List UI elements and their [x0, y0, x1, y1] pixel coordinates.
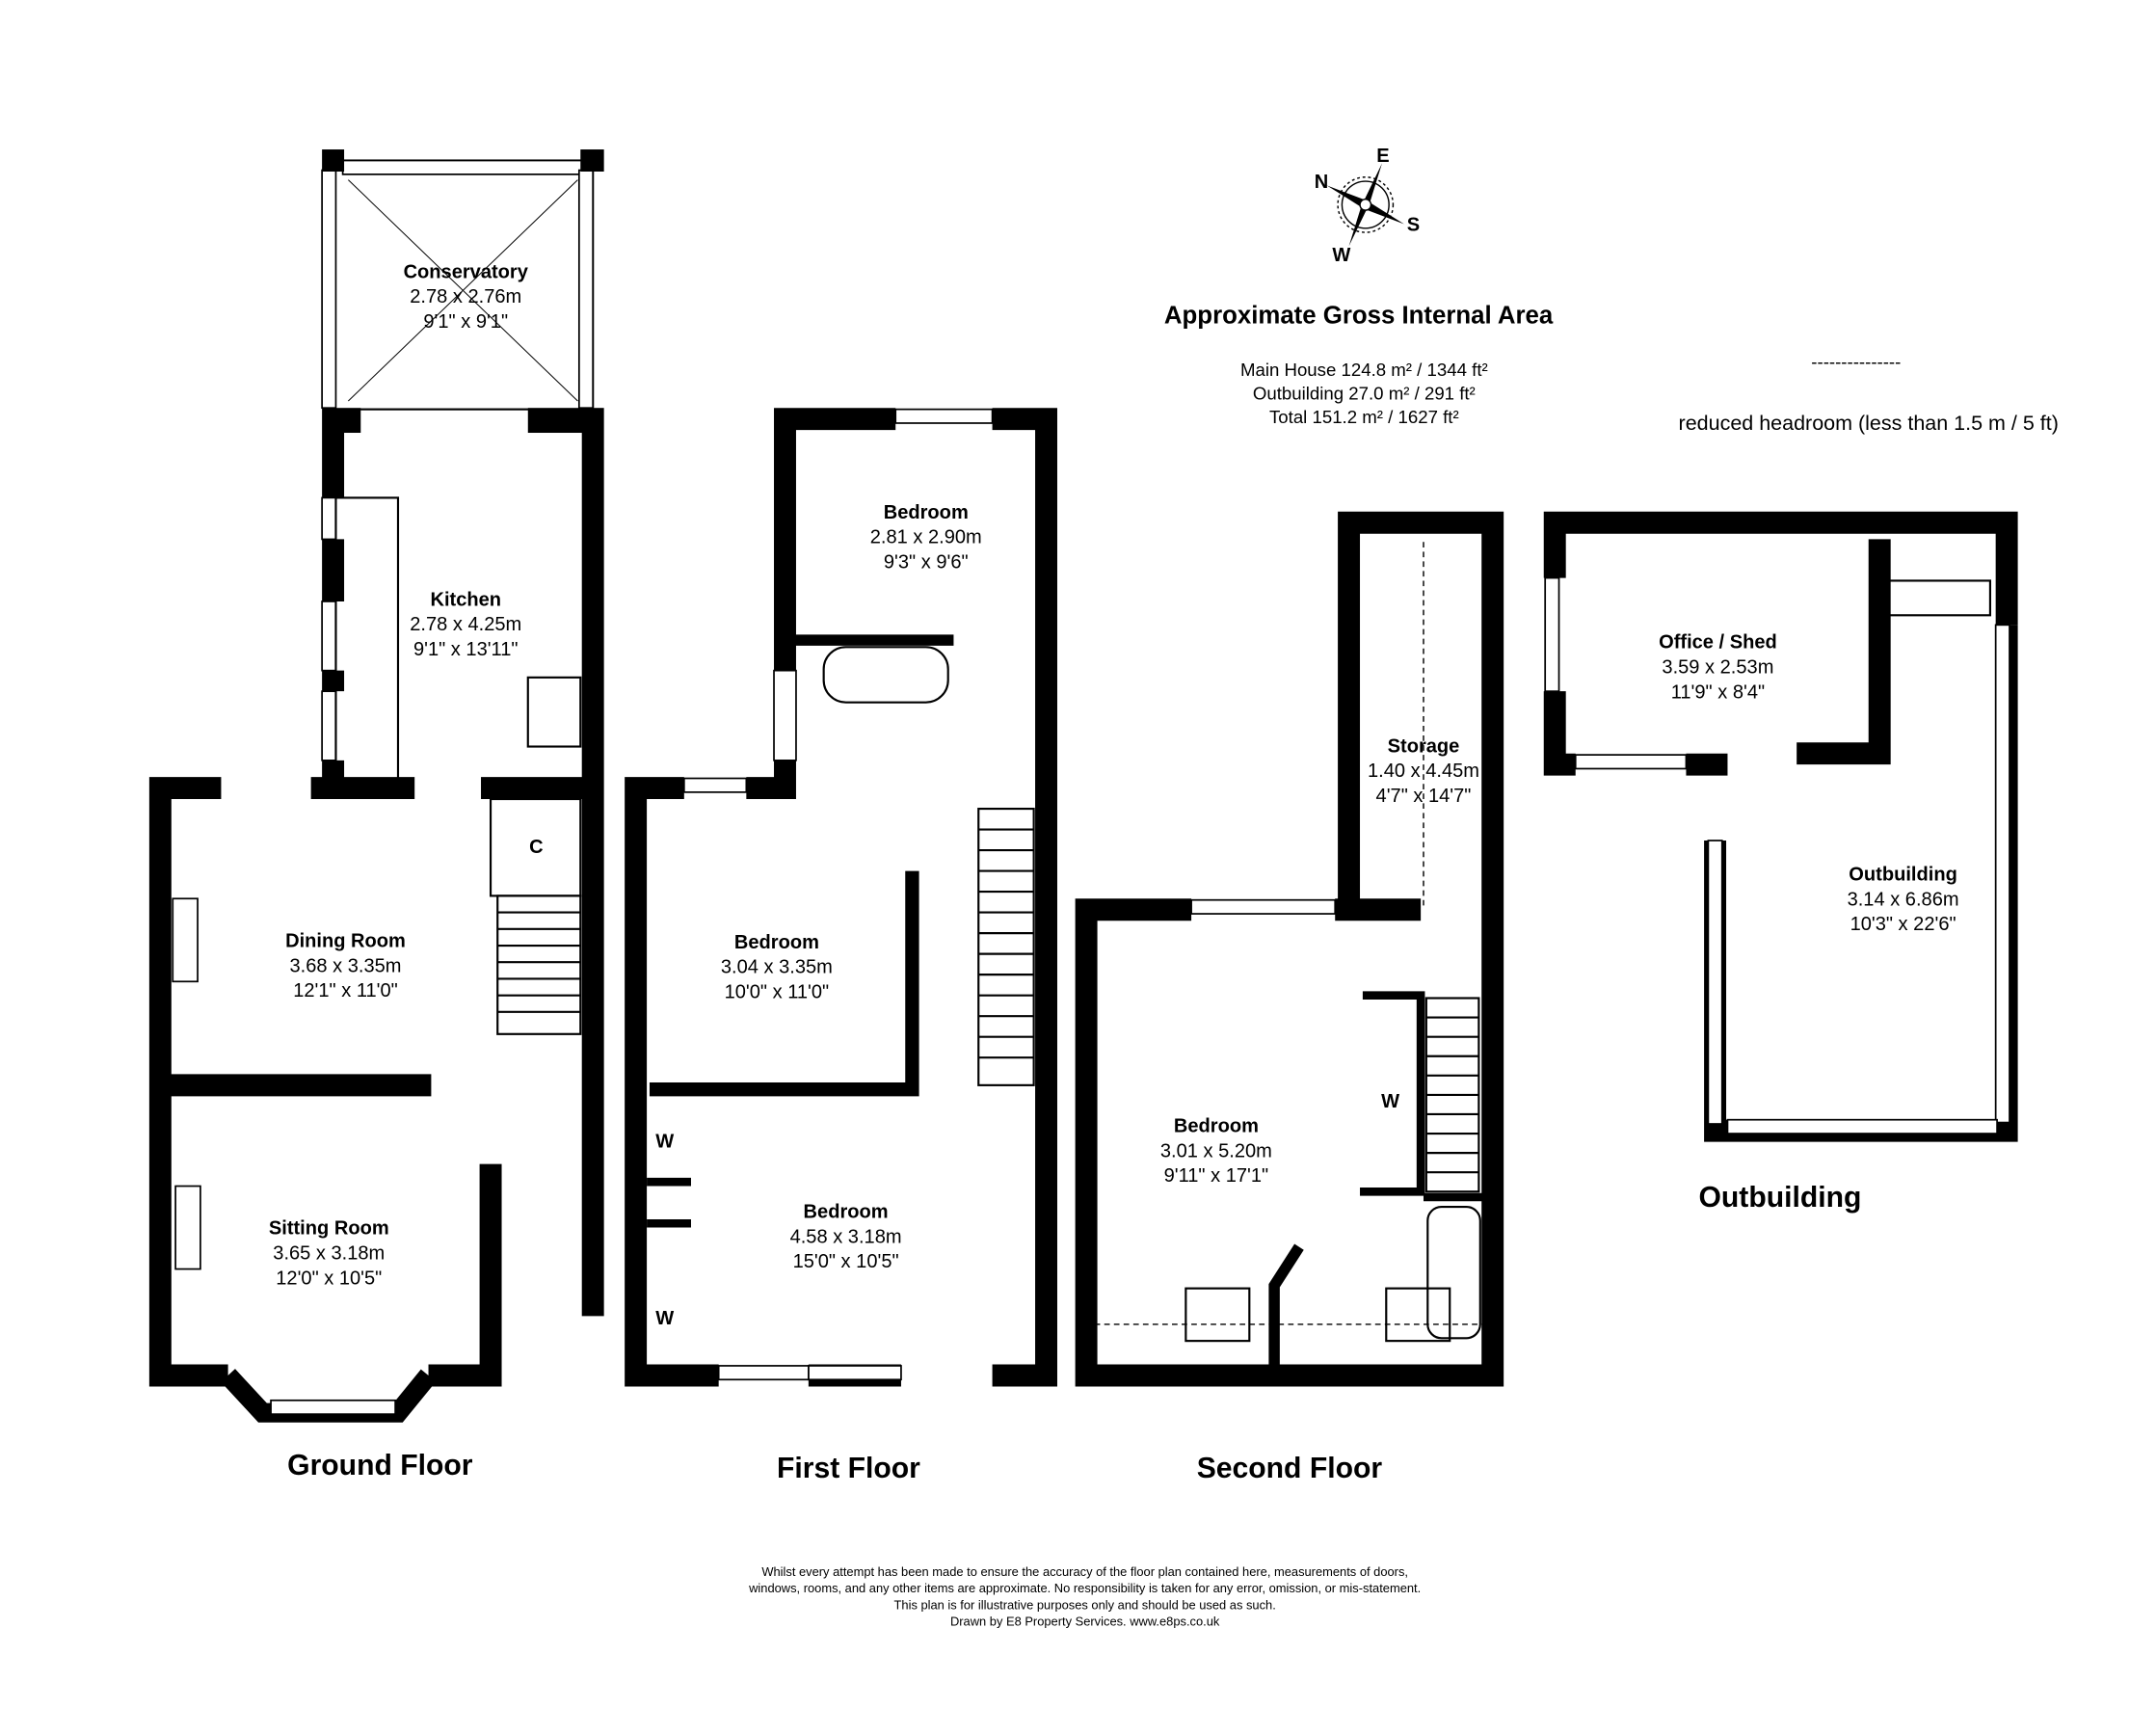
- room-metric: 3.14 x 6.86m: [1848, 889, 1959, 910]
- room-imperial: 10'0" x 11'0": [725, 982, 830, 1003]
- outbuilding-label: Outbuilding: [1699, 1182, 1862, 1214]
- room-metric: 3.68 x 3.35m: [289, 955, 401, 976]
- area-outbuilding: Outbuilding 27.0 m² / 291 ft²: [1253, 384, 1476, 404]
- room-name: Kitchen: [430, 589, 501, 610]
- stairs: [1424, 997, 1480, 1193]
- room-metric: 3.65 x 3.18m: [273, 1243, 385, 1265]
- room-metric: 3.04 x 3.35m: [721, 957, 833, 978]
- disclaimer-line: This plan is for illustrative purposes o…: [894, 1597, 1276, 1612]
- legend-dash: ---------------: [1811, 352, 1901, 372]
- room-imperial: 4'7" x 14'7": [1376, 786, 1472, 807]
- room-metric: 3.01 x 5.20m: [1160, 1140, 1272, 1161]
- disclaimer-line: windows, rooms, and any other items are …: [748, 1581, 1421, 1595]
- wardrobe-label: W: [655, 1308, 674, 1329]
- legend-label: reduced headroom (less than 1.5 m / 5 ft…: [1679, 412, 2059, 435]
- room-metric: 2.78 x 2.76m: [410, 286, 521, 307]
- compass-s: S: [1407, 215, 1420, 236]
- disclaimer-line: Drawn by E8 Property Services. www.e8ps.…: [950, 1615, 1220, 1629]
- room-name: Conservatory: [404, 261, 529, 282]
- outbuilding-plan: Office / Shed 3.59 x 2.53m 11'9" x 8'4" …: [1543, 511, 2018, 1142]
- room-imperial: 12'0" x 10'5": [276, 1268, 382, 1289]
- room-metric: 2.81 x 2.90m: [870, 527, 982, 548]
- room-imperial: 9'1" x 13'11": [413, 639, 519, 660]
- room-name: Office / Shed: [1659, 632, 1777, 654]
- compass-n: N: [1315, 172, 1329, 193]
- ground-floor-plan: Conservatory 2.78 x 2.76m 9'1" x 9'1" Ki…: [148, 149, 604, 1423]
- room-name: Sitting Room: [269, 1218, 389, 1240]
- room-imperial: 11'9" x 8'4": [1671, 681, 1765, 703]
- room-name: Dining Room: [285, 930, 406, 951]
- room-metric: 3.59 x 2.53m: [1662, 657, 1773, 679]
- room-imperial: 15'0" x 10'5": [793, 1251, 899, 1272]
- area-total: Total 151.2 m² / 1627 ft²: [1269, 407, 1459, 427]
- disclaimer-line: Whilst every attempt has been made to en…: [761, 1564, 1408, 1579]
- area-title: Approximate Gross Internal Area: [1164, 303, 1554, 330]
- room-imperial: 9'3" x 9'6": [884, 552, 969, 574]
- second-floor-plan: Storage 1.40 x 4.45m 4'7" x 14'7" Bedroo…: [1075, 511, 1504, 1387]
- room-name: Bedroom: [734, 932, 819, 953]
- stairs: [496, 894, 582, 1035]
- room-name: Bedroom: [1174, 1116, 1259, 1137]
- stairs: [977, 807, 1035, 1086]
- cupboard-label: C: [529, 837, 544, 858]
- compass-icon: N E S W: [1315, 146, 1420, 266]
- second-floor-label: Second Floor: [1197, 1453, 1383, 1484]
- room-metric: 1.40 x 4.45m: [1368, 761, 1479, 782]
- room-metric: 4.58 x 3.18m: [790, 1226, 902, 1247]
- compass-e: E: [1376, 146, 1389, 167]
- area-main-house: Main House 124.8 m² / 1344 ft²: [1240, 360, 1488, 380]
- room-name: Storage: [1388, 735, 1460, 757]
- ground-floor-label: Ground Floor: [287, 1450, 473, 1481]
- room-name: Bedroom: [804, 1202, 889, 1223]
- room-name: Bedroom: [884, 502, 969, 523]
- room-metric: 2.78 x 4.25m: [410, 614, 521, 635]
- wardrobe-label: W: [1381, 1091, 1399, 1112]
- room-imperial: 10'3" x 22'6": [1850, 914, 1956, 935]
- compass-w: W: [1332, 245, 1350, 266]
- room-imperial: 9'1" x 9'1": [423, 311, 508, 333]
- first-floor-plan: Bedroom 2.81 x 2.90m 9'3" x 9'6" Bedroom…: [625, 408, 1057, 1387]
- room-imperial: 12'1" x 11'0": [293, 980, 398, 1001]
- first-floor-label: First Floor: [777, 1453, 920, 1484]
- room-name: Outbuilding: [1849, 865, 1957, 886]
- room-imperial: 9'11" x 17'1": [1164, 1165, 1269, 1187]
- wardrobe-label: W: [655, 1131, 674, 1152]
